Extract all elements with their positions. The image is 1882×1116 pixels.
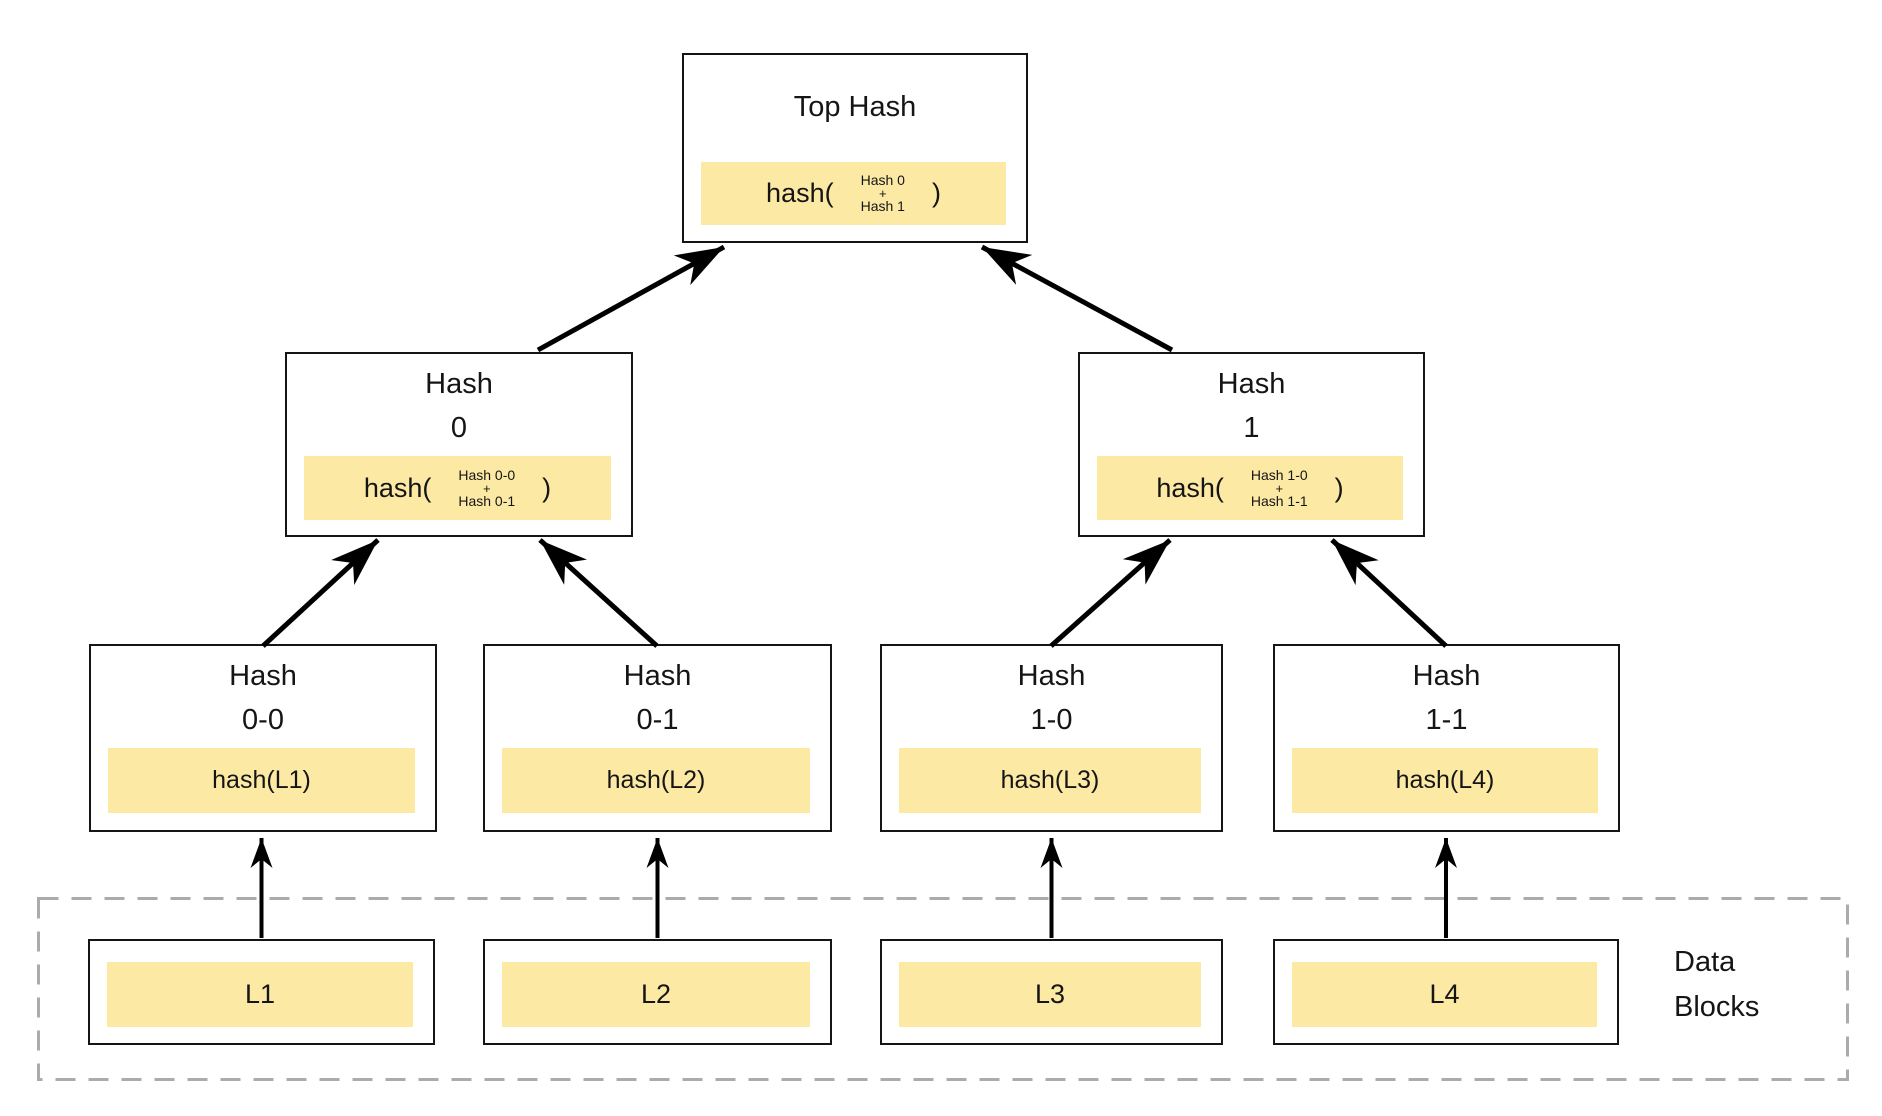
- fn-close: ): [931, 178, 941, 208]
- hash-value-band: hash( Hash 0 + Hash 1 ): [701, 162, 1006, 225]
- data-blocks-label: Data Blocks: [1674, 946, 1760, 1023]
- plus-operator: +: [878, 186, 887, 201]
- arrow-hash-1-0-to-hash-1: [1049, 538, 1172, 648]
- fn-open: hash(: [1156, 472, 1224, 503]
- plus-operator: +: [1275, 480, 1284, 496]
- arrow-hash-0-to-top-hash: [536, 244, 726, 353]
- leaf-formula: hash(L2): [606, 766, 706, 794]
- hash-value-band: hash(L2): [502, 748, 810, 813]
- hash-args: Hash 0 + Hash 1: [861, 173, 905, 214]
- hash-args: Hash 1-0 + Hash 1-1: [1250, 466, 1308, 509]
- arrow-hash-0-1-to-hash-0: [538, 538, 659, 648]
- plus-operator: +: [482, 480, 491, 496]
- data-block-band: L3: [899, 962, 1201, 1027]
- arg-bottom: Hash 1: [860, 198, 905, 214]
- arg-top: Hash 1-0: [1250, 466, 1308, 483]
- fn-close: ): [542, 472, 552, 503]
- arrow-hash-1-1-to-hash-1: [1330, 538, 1448, 648]
- fn-open: hash(: [363, 472, 432, 503]
- node-data-block-l2: L2: [483, 939, 832, 1045]
- data-block-label: L1: [244, 979, 276, 1009]
- fn-open: hash(: [766, 178, 834, 208]
- node-data-block-l4: L4: [1273, 939, 1619, 1045]
- data-block-label: L4: [1429, 979, 1460, 1009]
- hash-value-band: hash(L1): [108, 748, 415, 813]
- data-block-label: L3: [1034, 979, 1066, 1009]
- arrow-hash-1-to-top-hash: [980, 244, 1174, 353]
- hash-args: Hash 0-0 + Hash 0-1: [458, 466, 516, 509]
- fn-close: ): [1334, 472, 1344, 503]
- hash-value-band: hash(L4): [1292, 748, 1598, 813]
- leaf-formula: hash(L4): [1395, 766, 1495, 794]
- arg-bottom: Hash 1-1: [1250, 492, 1308, 509]
- node-title: Top Hash: [793, 91, 917, 123]
- leaf-formula: hash(L3): [1000, 766, 1100, 794]
- node-top-hash: Top Hash hash( Hash 0 + Hash 1 ): [682, 53, 1028, 243]
- arg-top: Hash 0-0: [458, 466, 516, 483]
- data-block-label: L2: [640, 979, 672, 1009]
- node-data-block-l3: L3: [880, 939, 1223, 1045]
- arg-top: Hash 0: [860, 172, 905, 188]
- data-block-band: L1: [107, 962, 413, 1027]
- arrow-hash-0-0-to-hash-0: [261, 538, 380, 648]
- hash-value-band: hash( Hash 1-0 + Hash 1-1 ): [1097, 456, 1403, 520]
- data-block-band: L2: [502, 962, 810, 1027]
- data-block-band: L4: [1292, 962, 1597, 1027]
- leaf-formula: hash(L1): [212, 766, 311, 794]
- node-data-block-l1: L1: [88, 939, 435, 1045]
- hash-value-band: hash( Hash 0-0 + Hash 0-1 ): [304, 456, 611, 520]
- arg-bottom: Hash 0-1: [458, 492, 516, 509]
- hash-value-band: hash(L3): [899, 748, 1201, 813]
